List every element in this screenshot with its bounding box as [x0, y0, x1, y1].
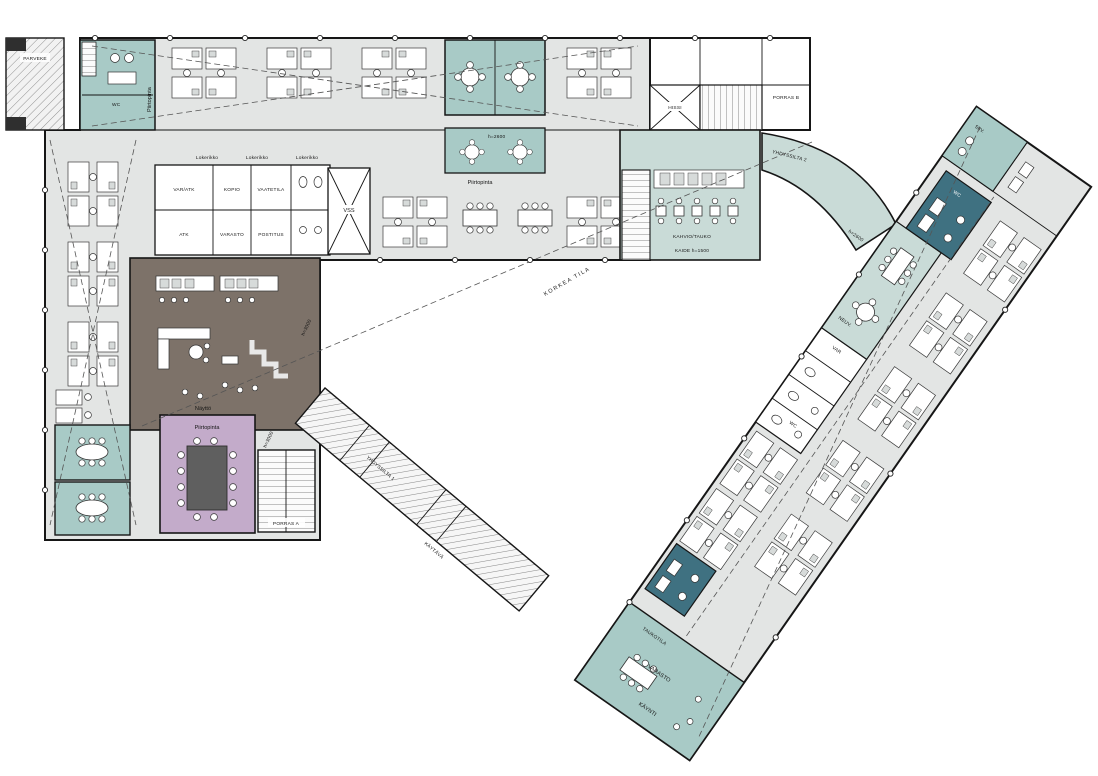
room-meeting-north [444, 39, 546, 116]
label-chip [268, 518, 305, 527]
wc-fixture [313, 176, 323, 188]
meeting-table [75, 437, 109, 467]
label-porras-b: PORRAS B [773, 95, 799, 101]
label-vss: VSS [343, 208, 354, 214]
stair-porras-a: PORRAS A [257, 449, 316, 533]
label-wc-left: WC [112, 102, 121, 108]
desk-zone-west [55, 161, 119, 424]
label-h2600-meeting: h=2600 [488, 134, 505, 140]
label-var-atk: VAR/ATK [173, 187, 195, 193]
room-kahvio: KAHVIO/TAUKO KAIDE h=1500 [619, 129, 761, 261]
room-wet-top: WC [905, 169, 993, 261]
cafe-tables [655, 197, 739, 225]
conference-table [186, 445, 228, 511]
stair-kahvio [621, 169, 651, 261]
room-meeting-small: h=2600 [444, 127, 546, 174]
label-postitus: POSTITUS [258, 232, 284, 238]
label-chip [20, 53, 50, 62]
label-lokerikko-3: Lokerikko [296, 155, 318, 161]
label-piirtopinta-left: Piirtopinta [147, 86, 153, 112]
bench [107, 71, 137, 85]
room-vss: VSS [327, 167, 371, 255]
stair-landing [415, 488, 467, 543]
label-piirtopinta-purple: Piirtopinta [195, 425, 221, 431]
stair-porras-b [699, 84, 763, 131]
wing-top-end-rooms: SIIV. [941, 105, 1058, 237]
label-korkea-tila: KORKEA TILA [543, 266, 592, 298]
step-bench [249, 340, 288, 379]
label-chip [337, 205, 361, 214]
stair-landing [339, 424, 390, 478]
lounge-table [188, 344, 204, 360]
wc-fixture [124, 53, 134, 63]
label-kopio: KOPIO [224, 187, 240, 193]
service-rooms-block: VAR/ATK ATK KOPIO VARASTO VAATETILA POST… [154, 164, 331, 256]
label-atk: ATK [179, 232, 189, 238]
label-wing-wc-top: WC [952, 189, 963, 199]
lounge-table [221, 355, 239, 365]
sink [299, 226, 307, 234]
label-vaatetila: VAATETILA [258, 187, 286, 193]
room-lounge: Näyttö [129, 257, 321, 431]
label-chip [663, 102, 688, 111]
wing-southeast: TAUKOTILA VARASTO KÄYNTI WC VAR [573, 105, 1093, 762]
balcony-parveke [5, 37, 65, 131]
label-lokerikko-2: Lokerikko [246, 155, 268, 161]
label-wing-siivous: SIIV. [973, 124, 985, 135]
label-wing-var: VAR [831, 345, 843, 356]
stair-small [81, 41, 97, 77]
balcony-hatch-top [6, 38, 26, 51]
sink [314, 226, 322, 234]
meeting-table [75, 493, 109, 523]
label-kaide: KAIDE h=1500 [675, 248, 709, 254]
label-parveke: PARVEKE [23, 56, 47, 62]
sofa [157, 338, 170, 370]
balcony-hatch-bottom [6, 117, 26, 130]
room-entry-northwest: WC [79, 39, 156, 131]
label-naytto: Näyttö [195, 406, 211, 412]
block-northeast: HISSI PORRAS B [649, 37, 811, 131]
label-hissi: HISSI [668, 105, 682, 111]
label-lokerikko-1: Lokerikko [196, 155, 218, 161]
sofa [157, 327, 211, 340]
label-wing-wc-mid: WC [788, 420, 799, 430]
meeting-table [462, 202, 498, 234]
label-piirtopinta-center: Piirtopinta [468, 180, 494, 186]
room-wet-bottom [644, 542, 717, 618]
bridge-yhdyssilta-2 [761, 132, 898, 252]
label-varasto-mid: VARASTO [220, 232, 244, 238]
wc-fixture [298, 176, 308, 188]
wc-fixture [110, 53, 120, 63]
room-conference-purple: Piirtopinta [159, 414, 256, 534]
bridge-yhdyssilta-1 [294, 387, 550, 612]
label-porras-a: PORRAS A [273, 521, 300, 527]
room-meeting-southwest [54, 424, 131, 536]
meeting-table [517, 202, 553, 234]
room-taukotila [574, 601, 746, 762]
label-kahvio-tauko: KAHVIO/TAUKO [673, 234, 711, 240]
